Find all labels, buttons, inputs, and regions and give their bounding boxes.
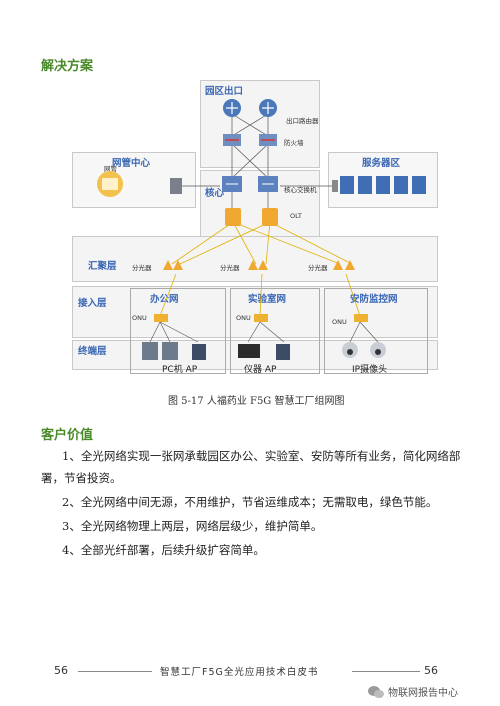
value-line-4: 3、全光网络物理上两层，网络层级少，维护简单。 (62, 519, 323, 533)
terminal-label: 终端层 (78, 346, 107, 357)
value-line-3: 2、全光网络中间无源，不用维护，节省运维成本；无需取电，绿色节能。 (62, 495, 438, 509)
wechat-icon (368, 685, 384, 698)
lab-net-label: 实验室网 (248, 294, 287, 305)
lab-net-box (230, 288, 320, 374)
access-label: 接入层 (78, 298, 107, 309)
exit-router-label: 出口路由器 (286, 117, 319, 125)
value-line-1: 1、全光网络实现一张网承载园区办公、实验室、安防等所有业务，简化网络部 (62, 449, 461, 463)
diagram-links (97, 99, 426, 360)
value-line-5: 4、全部光纤部署，后续升级扩容简单。 (62, 543, 265, 557)
olt-label: OLT (290, 212, 302, 220)
core-label: 核心 (205, 188, 225, 199)
page-number-right: 56 (424, 664, 438, 677)
network-diagram: 园区出口 网管中心 网管 服务器区 核心 汇聚层 接入层 终端层 办公网 实验室… (70, 78, 442, 378)
ip-camera-label: IP摄像头 (352, 365, 388, 375)
instrument-ap-label: 仪器 AP (244, 365, 277, 375)
onu-label-2: ONU (236, 314, 251, 322)
nms-icon (97, 171, 182, 197)
access-zone (72, 286, 438, 338)
onu-icon (154, 314, 368, 322)
firewall-icon (223, 134, 277, 146)
figure-caption: 图 5-17 人福药业 F5G 智慧工厂组网图 (168, 396, 345, 407)
watermark: 物联网报告中心 (368, 684, 458, 699)
network-center-label: 网管中心 (112, 158, 151, 169)
security-net-label: 安防监控网 (350, 294, 398, 305)
office-net-box (130, 288, 226, 374)
exit-router-icon (223, 99, 277, 117)
terminal-devices-icon (142, 342, 386, 360)
footer-rule-right (352, 671, 420, 672)
splitter-label-1: 分光器 (132, 264, 152, 272)
park-exit-zone (200, 80, 320, 168)
pc-ap-label: PC机 AP (162, 365, 198, 375)
olt-icon (225, 208, 278, 226)
splitter-label-2: 分光器 (220, 264, 240, 272)
security-net-box (324, 288, 428, 374)
server-icon (332, 176, 426, 194)
office-net-label: 办公网 (150, 294, 179, 305)
firewall-label: 防火墙 (284, 139, 304, 147)
splitter-icon (163, 260, 355, 270)
onu-label-3: ONU (332, 318, 347, 326)
aggregation-label: 汇聚层 (88, 261, 117, 272)
park-exit-label: 园区出口 (205, 86, 244, 97)
core-switch-label: 核心交换机 (284, 186, 317, 194)
page-number-left: 56 (54, 664, 68, 677)
footer-title: 智慧工厂F5G全光应用技术白皮书 (160, 667, 319, 678)
watermark-text: 物联网报告中心 (388, 688, 458, 699)
onu-label-1: ONU (132, 314, 147, 322)
core-switch-icon (222, 176, 278, 192)
value-line-2: 署，节省投资。 (41, 471, 122, 485)
footer-rule-left (78, 671, 152, 672)
nms-label: 网管 (104, 165, 117, 173)
splitter-label-3: 分光器 (308, 264, 328, 272)
section-title-value: 客户价值 (41, 428, 94, 443)
section-title-solution: 解决方案 (41, 59, 94, 74)
aggregation-zone (72, 236, 438, 282)
server-zone-label: 服务器区 (362, 158, 401, 169)
